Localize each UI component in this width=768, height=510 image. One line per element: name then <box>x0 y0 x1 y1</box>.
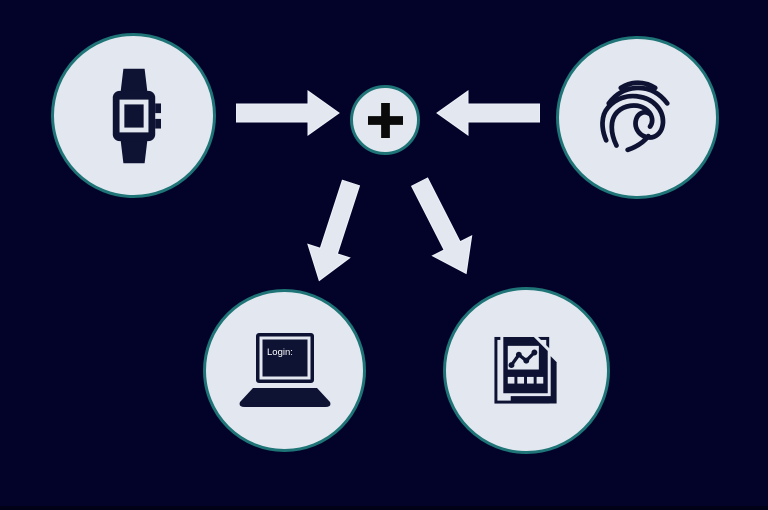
bottom-edge-strip <box>0 506 768 510</box>
report-chart-icon <box>490 333 564 408</box>
arrow-watch-to-plus <box>236 90 340 136</box>
arrow-plus-to-laptop <box>297 175 373 288</box>
arrow-fingerprint-to-plus <box>436 90 540 136</box>
report-node <box>443 287 610 454</box>
plus-icon <box>367 102 403 138</box>
smartwatch-node <box>51 33 216 198</box>
smartwatch-icon <box>107 67 161 165</box>
arrow-plus-to-report <box>399 171 487 285</box>
combine-node <box>350 85 420 155</box>
fingerprint-node <box>556 36 719 199</box>
fingerprint-icon <box>595 75 681 161</box>
laptop-icon: Login: <box>230 331 340 411</box>
laptop-screen-text: Login: <box>267 347 293 358</box>
laptop-login-node: Login: <box>203 289 366 452</box>
